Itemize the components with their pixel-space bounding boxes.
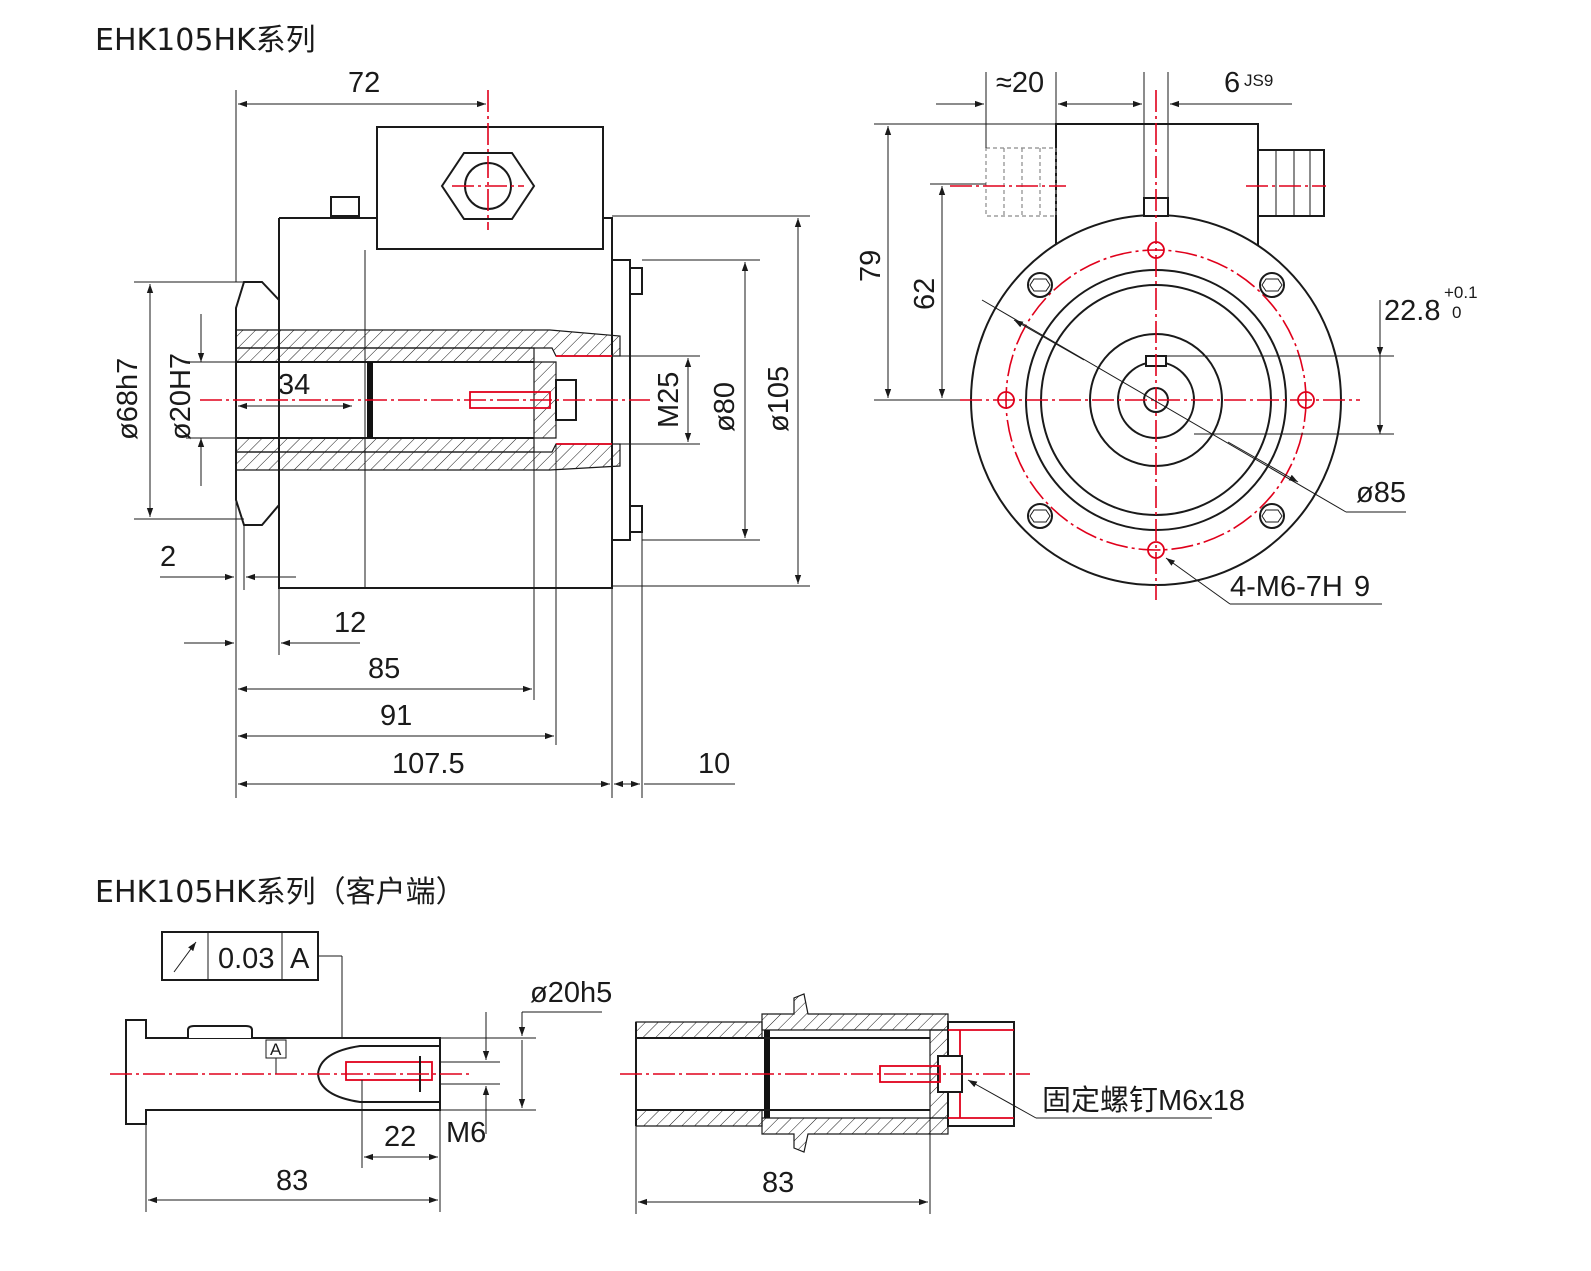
dim-thread: 4-M6-7H: [1230, 571, 1343, 603]
tol-datum: A: [290, 943, 310, 975]
front-view: [950, 90, 1360, 600]
main-title: EHK105HK系列: [95, 23, 316, 58]
hex-bolt-bl: [1027, 503, 1053, 529]
tol-value: 0.03: [218, 943, 274, 975]
runout-icon: [173, 941, 197, 973]
left-flange: [235, 281, 280, 526]
customer-hub: [620, 993, 1030, 1153]
cable-gland: [1257, 149, 1325, 217]
front-view-dimensions: ≈20 6 JS9 79 62 22.8 +0.1 0 ø85 4-: [855, 67, 1478, 605]
dim-2: 2: [160, 541, 176, 573]
screw-label: 固定螺钉M6x18: [1042, 1084, 1245, 1117]
datum-flag: A: [270, 1040, 282, 1059]
shaft-bottom-wall: [235, 437, 535, 453]
dim-key6: 6: [1224, 67, 1240, 99]
dim-dia80: ø80: [709, 382, 741, 432]
dim-22: 22: [384, 1121, 416, 1153]
dim-10: 10: [698, 748, 730, 780]
hex-bolt-tl: [1027, 272, 1053, 298]
dim-m25: M25: [653, 372, 685, 428]
dim-91: 91: [380, 700, 412, 732]
shaft-body: [125, 1019, 441, 1125]
customer-shaft-dimensions: ø20h5 M6 22 83: [145, 977, 612, 1212]
dim-dia85: ø85: [1356, 477, 1406, 509]
tolerance-frame: [161, 931, 319, 981]
dim-12: 12: [334, 607, 366, 639]
dim-107-5: 107.5: [392, 748, 465, 780]
dim-85: 85: [368, 653, 400, 685]
dim-m6: M6: [446, 1117, 486, 1149]
hub-bottom-hatch: [761, 1117, 949, 1153]
dim-dia68: ø68h7: [112, 358, 144, 440]
shaft-thread: [345, 1061, 433, 1081]
dim-22-8: 22.8: [1384, 295, 1440, 327]
hex-bolt-br: [1259, 503, 1285, 529]
ghost-gland: [985, 147, 1057, 217]
dim-72: 72: [348, 67, 380, 99]
dim-thread-depth: 9: [1354, 571, 1370, 603]
dim-22-8-upper-tol: +0.1: [1444, 283, 1478, 302]
dim-dia20h5: ø20h5: [530, 977, 612, 1009]
hub-top-hatch: [761, 993, 949, 1031]
dim-key6-tol: JS9: [1244, 71, 1273, 90]
dim-62: 62: [909, 278, 941, 310]
sleeve-bottom-hatch: [235, 443, 621, 471]
dim-22-8-lower-tol: 0: [1452, 303, 1461, 322]
connector-nut: [440, 152, 536, 220]
side-section-view: [200, 90, 650, 589]
connector-box: [376, 126, 604, 250]
dim-dia105: ø105: [763, 366, 795, 432]
dim-79: 79: [855, 250, 887, 282]
dim-hub-83: 83: [762, 1167, 794, 1199]
side-view-dimensions: 72 34 ø68h7 ø20H7 M25 ø80 ø105 2: [112, 67, 810, 798]
cap-screw: [330, 196, 360, 217]
dim-dia20: ø20H7: [165, 353, 197, 440]
dim-approx20: ≈20: [996, 67, 1044, 99]
customer-hub-dimensions: 83 固定螺钉M6x18: [635, 1079, 1245, 1214]
dim-34: 34: [278, 369, 310, 401]
customer-shaft: 0.03 A A: [110, 931, 470, 1125]
hex-bolt-tr: [1259, 272, 1285, 298]
customer-title: EHK105HK系列（客户端）: [95, 875, 466, 910]
shaft-top-wall: [235, 347, 535, 363]
dim-shaft-83: 83: [276, 1165, 308, 1197]
